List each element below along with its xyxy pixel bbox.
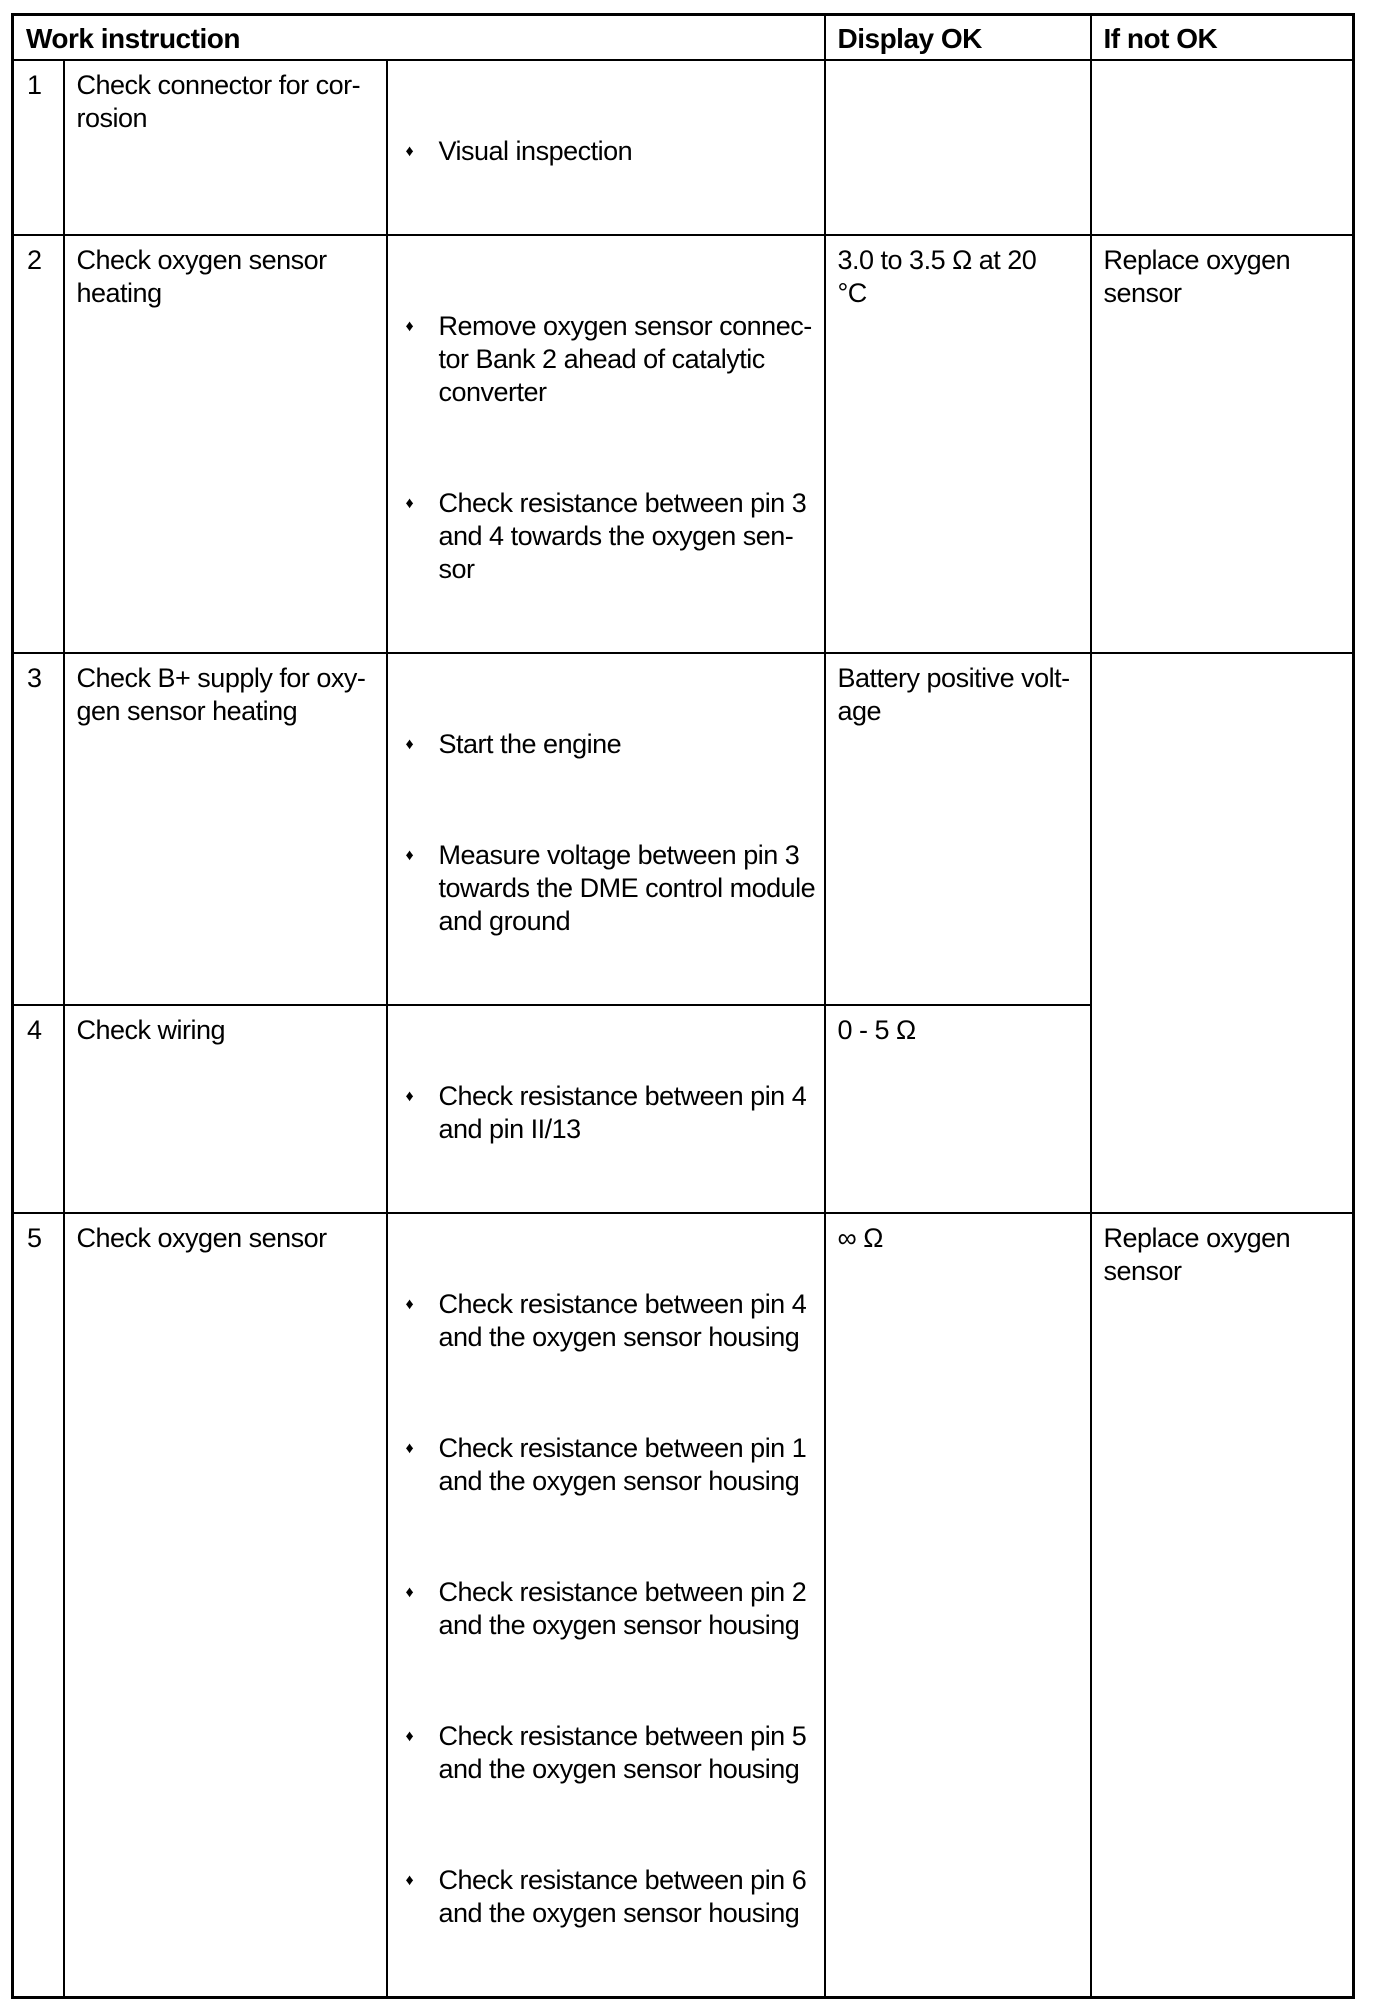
step-number: 3 <box>11 651 65 1006</box>
task-cell: Check B+ supply for oxy- gen sensor heat… <box>62 651 388 1006</box>
step-item: ♦ Check resistance between pin 1 and the… <box>404 1432 822 1498</box>
table-row-3: 3 Check B+ supply for oxy- gen sensor he… <box>11 651 1355 1214</box>
diamond-bullet-icon: ♦ <box>405 1583 414 1601</box>
diamond-bullet-icon: ♦ <box>405 1439 414 1457</box>
if-not-ok-cell-merged <box>1089 651 1355 1214</box>
step-item: ♦ Check resistance between pin 4 and pin… <box>404 1080 822 1146</box>
step-text: Check resistance between pin 2 and the o… <box>438 1576 807 1640</box>
header-work-instruction: Work instruction <box>11 13 826 61</box>
header-display-ok: Display OK <box>823 13 1092 61</box>
work-instruction-table: Work instruction Display OK If not OK 1 … <box>11 13 1355 1999</box>
steps-cell: ♦ Check resistance between pin 4 and pin… <box>385 1003 826 1214</box>
step-number: 4 <box>11 1003 65 1214</box>
header-if-not-ok: If not OK <box>1089 13 1355 61</box>
diamond-bullet-icon: ♦ <box>405 142 414 160</box>
task-cell: Check wiring <box>62 1003 388 1214</box>
task-cell: Check oxygen sensor heating <box>62 233 388 654</box>
display-ok-cell: 3.0 to 3.5 Ω at 20 °C <box>823 233 1092 654</box>
step-item: ♦ Check resistance between pin 4 and the… <box>404 1288 822 1354</box>
step-text: Check resistance between pin 3 and 4 tow… <box>438 487 807 584</box>
diamond-bullet-icon: ♦ <box>405 846 414 864</box>
step-item: ♦ Visual inspection <box>404 135 822 168</box>
steps-cell: ♦ Start the engine ♦ Measure voltage bet… <box>385 651 826 1006</box>
diamond-bullet-icon: ♦ <box>405 494 414 512</box>
diamond-bullet-icon: ♦ <box>405 1087 414 1105</box>
diamond-bullet-icon: ♦ <box>405 1727 414 1745</box>
steps-cell: ♦ Check resistance between pin 4 and the… <box>385 1211 826 1998</box>
diamond-bullet-icon: ♦ <box>405 1295 414 1313</box>
step-text: Remove oxygen sensor connec- tor Bank 2 … <box>438 310 813 407</box>
diamond-bullet-icon: ♦ <box>405 317 414 335</box>
step-number: 5 <box>11 1211 65 1998</box>
step-text: Visual inspection <box>438 135 633 166</box>
step-text: Check resistance between pin 6 and the o… <box>438 1864 807 1928</box>
steps-cell: ♦ Visual inspection <box>385 58 826 236</box>
display-ok-cell <box>823 58 1092 236</box>
step-item: ♦ Start the engine <box>404 728 822 761</box>
step-text: Check resistance between pin 4 and the o… <box>438 1288 807 1352</box>
step-text: Check resistance between pin 4 and pin I… <box>438 1080 807 1144</box>
if-not-ok-cell: Replace oxygen sensor <box>1089 233 1355 654</box>
step-text: Check resistance between pin 5 and the o… <box>438 1720 807 1784</box>
step-item: ♦ Check resistance between pin 6 and the… <box>404 1864 822 1930</box>
step-item: ♦ Check resistance between pin 2 and the… <box>404 1576 822 1642</box>
step-item: ♦ Measure voltage between pin 3 towards … <box>404 839 822 938</box>
diamond-bullet-icon: ♦ <box>405 735 414 753</box>
steps-cell: ♦ Remove oxygen sensor connec- tor Bank … <box>385 233 826 654</box>
step-text: Check resistance between pin 1 and the o… <box>438 1432 807 1496</box>
step-number: 2 <box>11 233 65 654</box>
table-row-5: 5 Check oxygen sensor ♦ Check resistance… <box>11 1211 1355 1998</box>
table-row-1: 1 Check connector for cor- rosion ♦ Visu… <box>11 58 1355 236</box>
if-not-ok-cell <box>1089 58 1355 236</box>
step-number: 1 <box>11 58 65 236</box>
step-item: ♦ Check resistance between pin 3 and 4 t… <box>404 487 822 586</box>
table-row-2: 2 Check oxygen sensor heating ♦ Remove o… <box>11 233 1355 654</box>
step-text: Start the engine <box>438 728 622 759</box>
header-row: Work instruction Display OK If not OK <box>11 13 1355 61</box>
task-cell: Check oxygen sensor <box>62 1211 388 1998</box>
step-item: ♦ Check resistance between pin 5 and the… <box>404 1720 822 1786</box>
document-page: Work instruction Display OK If not OK 1 … <box>11 13 1355 1999</box>
step-text: Measure voltage between pin 3 towards th… <box>438 839 816 936</box>
step-item: ♦ Remove oxygen sensor connec- tor Bank … <box>404 310 822 409</box>
diamond-bullet-icon: ♦ <box>405 1871 414 1889</box>
display-ok-cell: Battery positive volt- age <box>823 651 1092 1006</box>
display-ok-cell: 0 - 5 Ω <box>823 1003 1092 1214</box>
if-not-ok-cell: Replace oxygen sensor <box>1089 1211 1355 1998</box>
display-ok-cell: ∞ Ω <box>823 1211 1092 1998</box>
task-cell: Check connector for cor- rosion <box>62 58 388 236</box>
